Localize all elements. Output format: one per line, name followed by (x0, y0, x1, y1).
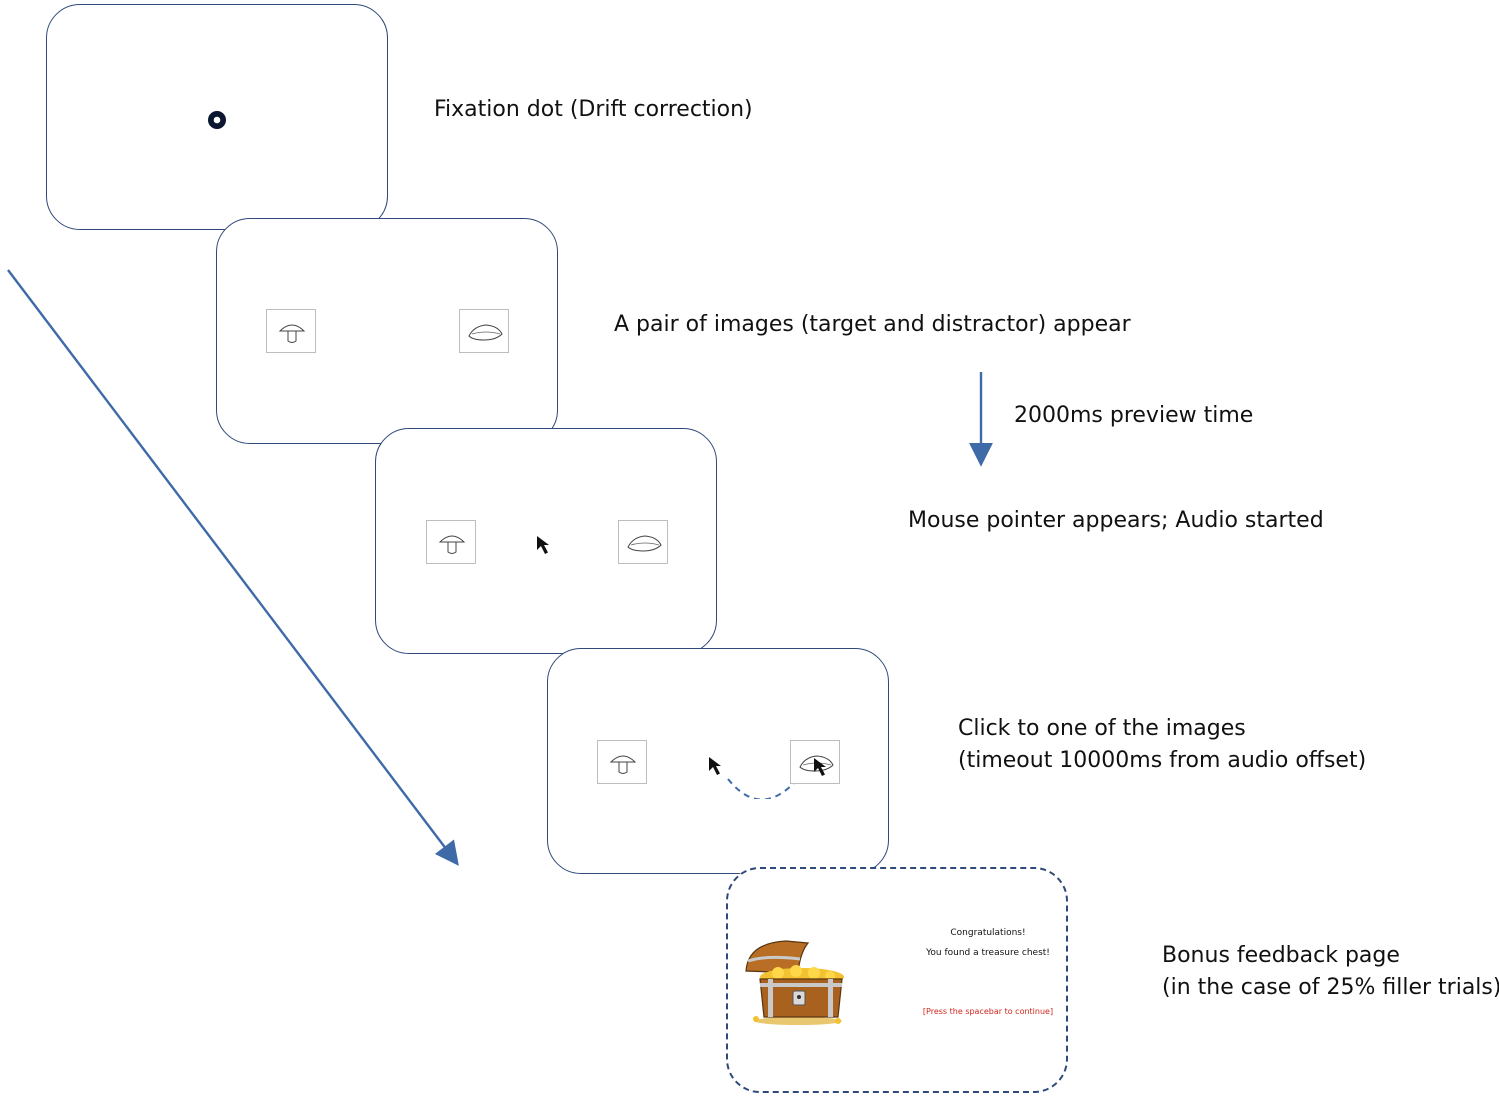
cushion-icon (468, 324, 503, 341)
found-chest-text: You found a treasure chest! (926, 948, 1050, 958)
cushion-icon (627, 535, 662, 552)
press-spacebar-text: [Press the spacebar to continue] (922, 1007, 1054, 1016)
time-progression-arrow (7, 269, 459, 866)
mushroom-icon (278, 324, 306, 343)
distractor-image (618, 520, 668, 564)
congratulations-text: Congratulations! (950, 928, 1026, 938)
mushroom-icon (609, 755, 637, 774)
distractor-image (459, 309, 509, 353)
mouse-pointer-icon (709, 757, 721, 775)
fixation-screen (46, 4, 388, 230)
click-label-line2: (timeout 10000ms from audio offset) (958, 748, 1367, 773)
mushroom-icon (438, 535, 466, 554)
bonus-feedback-screen: Congratulations! You found a treasure ch… (726, 867, 1068, 1093)
fixation-dot-icon (208, 111, 226, 129)
image-pair-label: A pair of images (target and distractor)… (614, 312, 1131, 337)
click-label-line1: Click to one of the images (958, 716, 1246, 741)
pointer-trajectory (727, 778, 797, 799)
click-screen (547, 648, 889, 874)
bonus-label-line1: Bonus feedback page (1162, 943, 1400, 968)
mouse-pointer-icon (814, 758, 826, 776)
image-pair-screen (216, 218, 558, 444)
fixation-label: Fixation dot (Drift correction) (434, 97, 753, 122)
treasure-chest-icon (745, 940, 844, 1025)
preview-time-label: 2000ms preview time (1014, 403, 1254, 428)
pointer-label: Mouse pointer appears; Audio started (908, 508, 1324, 533)
target-image (597, 740, 647, 784)
target-image (426, 520, 476, 564)
target-image (266, 309, 316, 353)
bonus-label-line2: (in the case of 25% filler trials) (1162, 975, 1499, 1000)
mouse-pointer-icon (537, 536, 549, 554)
pointer-screen (375, 428, 717, 654)
